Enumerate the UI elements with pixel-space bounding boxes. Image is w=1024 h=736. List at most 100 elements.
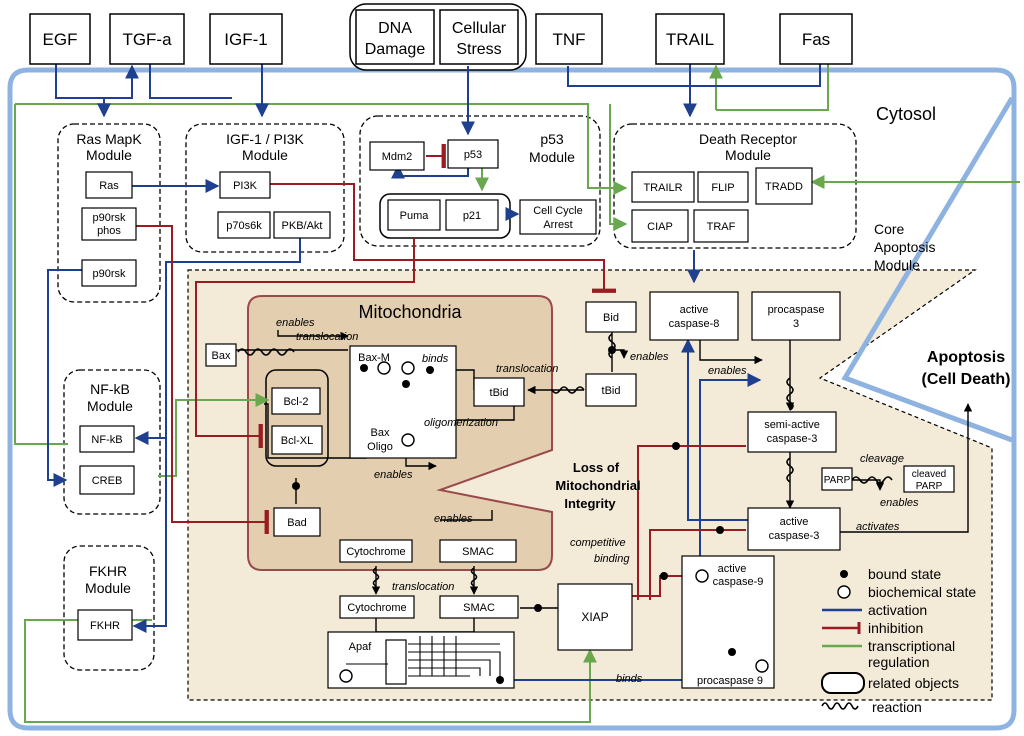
enables-oligo-label: enables (374, 469, 413, 481)
igf-title-2: Module (242, 147, 288, 163)
inputs: EGF TGF-a IGF-1 DNA Damage Cellular Stre… (29, 9, 853, 65)
igf1-label: IGF-1 (224, 30, 267, 49)
p70s6k-label: p70s6k (226, 220, 262, 232)
cleaved-parp-node (903, 465, 955, 493)
tgfa-label: TGF-a (122, 30, 172, 49)
semicasp3-label-1: semi-active (764, 419, 820, 431)
casp8-label-2: caspase-8 (669, 318, 720, 330)
core-label-1: Core (874, 221, 905, 237)
edge-labels: enables translocation binds translocatio… (276, 317, 919, 685)
creb-label: CREB (92, 475, 123, 487)
nfkb-label: NF-kB (91, 434, 122, 446)
bcl2-label: Bcl-2 (283, 396, 308, 408)
pi3k-node (219, 171, 271, 199)
apoptosis-label-1: Apoptosis (927, 349, 1005, 366)
competitive-label-1: competitive (570, 537, 626, 549)
bcl2-node (271, 387, 321, 415)
egf-label: EGF (43, 30, 78, 49)
cparp-label-2: PARP (916, 481, 943, 492)
flip-node (697, 171, 749, 203)
pkb-label: PKB/Akt (282, 220, 323, 232)
enables-casp8-a-label: enables (630, 351, 669, 363)
p90rsk-phos-node (81, 207, 137, 241)
p90rsk-phos-label-1: p90rsk (92, 212, 126, 224)
tbid-m-label: tBid (490, 387, 509, 399)
parp-label: PARP (824, 475, 851, 486)
bclxl-label: Bcl-XL (281, 435, 313, 447)
bclxl-node (271, 425, 323, 455)
cell-stress-label-1: Cellular (452, 20, 507, 37)
procasp3-label-1: procaspase (768, 304, 825, 316)
semicasp3-label-2: caspase-3 (767, 433, 818, 445)
competitive-label-2: binding (594, 553, 630, 565)
bid-node (585, 301, 637, 333)
enables-casp8-b-label: enables (708, 365, 747, 377)
active-caspase3-node (747, 507, 841, 551)
igf-title-1: IGF-1 / PI3K (226, 131, 304, 147)
smac-label: SMAC (463, 602, 495, 614)
legend-transcr-label-1: transcriptional (868, 638, 955, 654)
mdm2-node (369, 141, 425, 171)
cytosol-region (7, 67, 1017, 731)
traf-node (693, 209, 749, 243)
tradd-node (755, 167, 813, 205)
flip-label: FLIP (711, 182, 734, 194)
fas-label: Fas (802, 30, 830, 49)
legend-reaction-marker (821, 702, 859, 710)
procaspase3-node (751, 291, 841, 341)
fkhr-title-2: Module (85, 580, 131, 596)
enables-top-label: enables (276, 317, 315, 329)
p53-title-1: p53 (540, 131, 564, 147)
cytochrome-m-node (339, 539, 413, 563)
casp8-label-1: active (680, 304, 709, 316)
mitochondria-label: Mitochondria (358, 302, 462, 322)
nfkb-node (79, 425, 135, 453)
trail-box (655, 13, 725, 65)
transcriptional-edges (14, 62, 1020, 723)
tnf-box (535, 13, 603, 65)
bax-node (205, 343, 237, 367)
dna-damage-box (355, 9, 435, 65)
p53-node (447, 139, 499, 169)
cell-stress-label-2: Stress (456, 41, 501, 58)
fkhr-label: FKHR (90, 620, 120, 632)
trailr-node (631, 171, 695, 203)
dna-damage-label-1: DNA (378, 20, 412, 37)
rasmapk-title-1: Ras MapK (76, 131, 142, 147)
p70s6k-node (217, 211, 271, 239)
bax-label: Bax (212, 350, 231, 362)
p53-label: p53 (464, 149, 482, 161)
active-caspase8-node (649, 291, 739, 341)
mdm2-label: Mdm2 (382, 151, 413, 163)
ras-node (85, 171, 133, 199)
pi3k-label: PI3K (233, 180, 258, 192)
dr-title-1: Death Receptor (699, 131, 797, 147)
cell-cycle-arrest-node (519, 199, 597, 235)
bad-node (273, 507, 321, 537)
ciap-node (631, 209, 689, 243)
oligomerization-label: oligomerization (424, 417, 498, 429)
tbid-node (585, 373, 637, 407)
p90rsk-phos-label-2: phos (97, 225, 121, 237)
loss-label-1: Loss of (573, 460, 620, 475)
p53-title-2: Module (529, 149, 575, 165)
translocation-tbid-label: translocation (496, 363, 558, 375)
smac-m-label: SMAC (462, 546, 494, 558)
core-label-2: Apoptosis (874, 239, 935, 255)
traf-label: TRAF (707, 221, 736, 233)
rasmapk-title-2: Module (86, 147, 132, 163)
p90rsk-node (81, 259, 137, 287)
procasp3-label-2: 3 (793, 318, 799, 330)
trailr-label: TRAILR (643, 182, 682, 194)
puma-label: Puma (400, 210, 430, 222)
smac-m-node (439, 539, 517, 563)
xiap-label: XIAP (581, 610, 608, 624)
p21-label: p21 (463, 210, 481, 222)
bax-oligo-label-1: Bax (371, 427, 390, 439)
dr-title-2: Module (725, 147, 771, 163)
legend-biochem-marker (837, 585, 851, 599)
core-label-3: Module (874, 257, 920, 273)
cyto-label: Cytochrome (347, 602, 406, 614)
cytochrome-node (339, 595, 415, 619)
bid-label: Bid (603, 312, 619, 324)
